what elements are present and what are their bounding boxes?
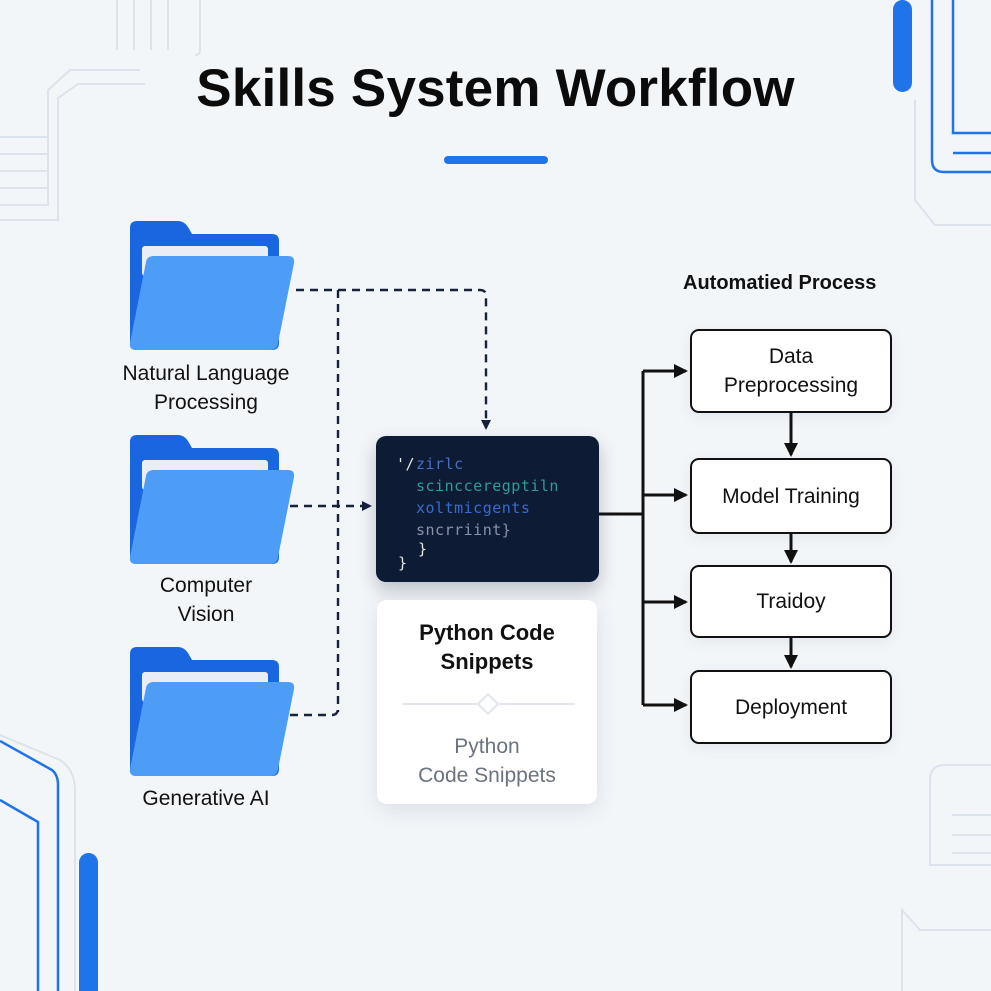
- snippet-subtitle-line: Code Snippets: [418, 764, 556, 787]
- process-step-traidoy[interactable]: Traidoy: [690, 565, 892, 638]
- skill-label-line: Computer: [159, 574, 253, 597]
- connector-genai-to-bus: [290, 707, 340, 717]
- process-step-data-preprocessing[interactable]: Data Preprocessing: [690, 329, 892, 413]
- skill-label-cv: Computer Vision: [86, 571, 326, 629]
- code-line: sncrriint}: [416, 521, 512, 539]
- skill-label-line: Generative AI: [142, 787, 270, 810]
- code-line: }: [398, 554, 408, 572]
- snippet-card-subtitle: Python Code Snippets: [377, 732, 597, 790]
- python-snippets-card[interactable]: Python Code Snippets Python Code Snippet…: [377, 600, 597, 804]
- step-label: Deployment: [734, 695, 848, 719]
- step-label-line: Data: [768, 345, 814, 368]
- page-title: Skills System Workflow: [196, 59, 795, 118]
- skill-label-line: Processing: [154, 391, 258, 414]
- step-label: Model Training: [722, 484, 860, 508]
- skill-label-nlp: Natural Language Processing: [86, 359, 326, 417]
- code-prefix: '/: [396, 455, 416, 473]
- step-label: Traidoy: [756, 590, 826, 613]
- code-line: xoltmicgents: [416, 499, 531, 517]
- skill-label-line: Natural Language: [122, 362, 290, 385]
- skill-label-genai: Generative AI: [86, 784, 326, 813]
- connector-nlp-to-code: [296, 288, 491, 430]
- folder-icon[interactable]: [126, 218, 296, 358]
- snippet-title-line: Snippets: [440, 649, 534, 674]
- folder-icon[interactable]: [126, 432, 296, 572]
- snippet-subtitle-line: Python: [454, 735, 520, 758]
- code-snippet-card[interactable]: '/ zirlc scincceregptiln xoltmicgents sn…: [376, 436, 599, 582]
- code-line: scincceregptiln: [416, 477, 559, 495]
- step-label-line: Preprocessing: [723, 374, 859, 397]
- process-heading: Automatied Process: [683, 272, 877, 294]
- process-step-deployment[interactable]: Deployment: [690, 670, 892, 744]
- skill-label-line: Vision: [177, 603, 235, 626]
- snippet-card-title: Python Code Snippets: [377, 618, 597, 676]
- folder-icon[interactable]: [126, 644, 296, 784]
- snippet-title-line: Python Code: [419, 620, 555, 645]
- process-step-model-training[interactable]: Model Training: [690, 458, 892, 534]
- code-line: zirlc: [416, 455, 464, 473]
- diamond-icon: [476, 692, 500, 716]
- title-underline: [444, 156, 548, 164]
- code-line: }: [418, 540, 428, 558]
